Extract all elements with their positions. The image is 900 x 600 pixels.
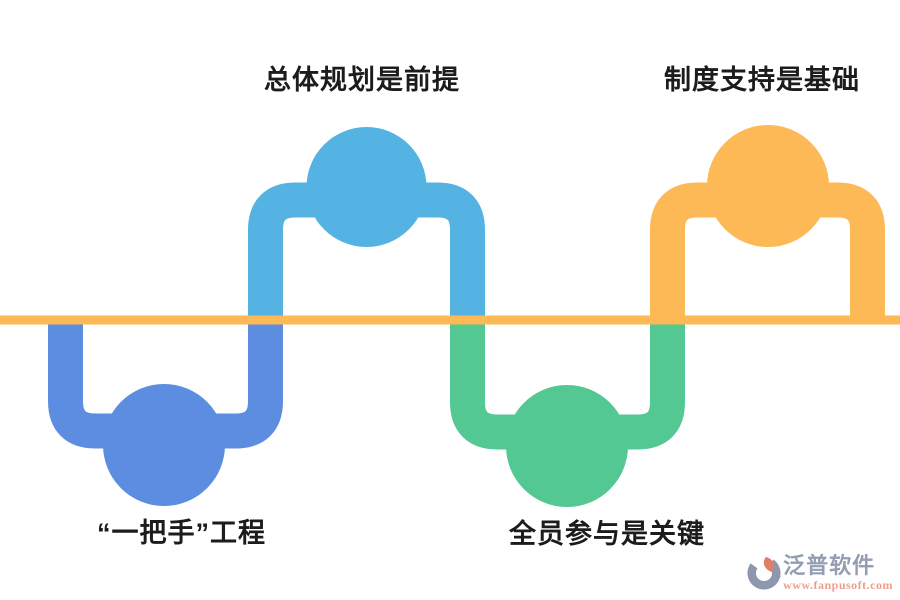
node-leader-project	[48, 320, 283, 506]
label-system-support: 制度支持是基础	[664, 65, 860, 95]
overall-planning-circle	[306, 127, 427, 247]
baseline	[0, 315, 900, 325]
node-overall-planning	[248, 127, 485, 320]
full-participation-circle	[506, 385, 628, 507]
system-support-circle	[707, 125, 829, 247]
label-full-participation: 全员参与是关键	[509, 519, 705, 549]
vendor-watermark: 泛普软件 www.fanpusoft.com	[747, 554, 893, 592]
node-full-participation	[450, 320, 685, 507]
vendor-brand-name: 泛普软件	[783, 553, 876, 578]
label-overall-planning: 总体规划是前提	[264, 65, 460, 95]
label-leader-project: “一把手”工程	[97, 518, 266, 548]
node-system-support	[650, 125, 885, 320]
vendor-watermark-text: 泛普软件 www.fanpusoft.com	[783, 553, 893, 592]
leader-project-circle	[103, 384, 225, 506]
vendor-url: www.fanpusoft.com	[783, 578, 893, 592]
fanpu-logo-icon	[747, 556, 782, 590]
